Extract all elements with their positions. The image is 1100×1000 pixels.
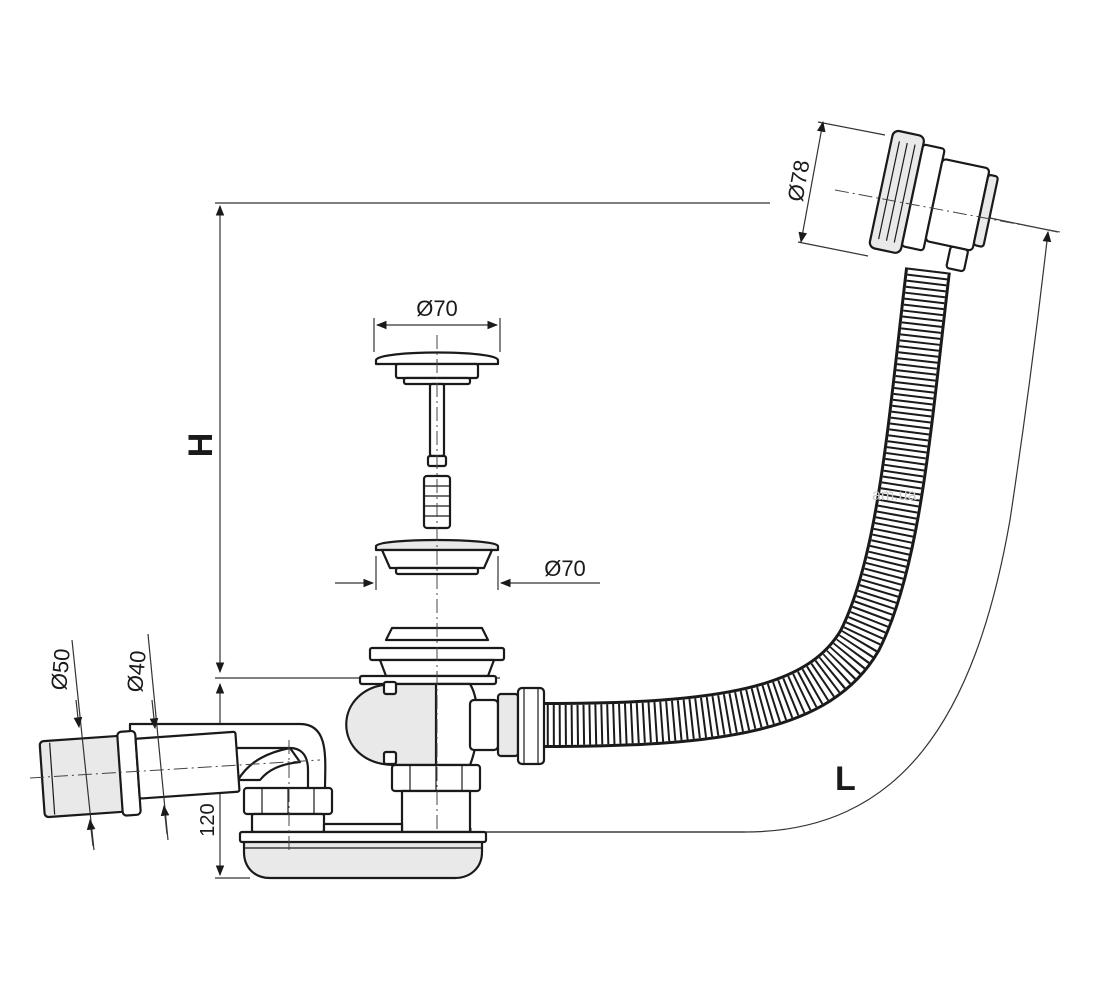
outlet-outer-diameter-dimension: Ø50 bbox=[46, 639, 96, 851]
drain-body bbox=[345, 626, 546, 834]
length-dimension: L bbox=[460, 217, 1059, 837]
outlet-pipe bbox=[38, 729, 241, 819]
length-label: L bbox=[835, 760, 856, 798]
outlet-inner-diameter-dimension: Ø40 bbox=[122, 633, 170, 841]
height-label: H bbox=[182, 433, 220, 458]
outlet-inner-diameter-label: Ø40 bbox=[122, 650, 151, 694]
height-dimension: H bbox=[182, 202, 770, 679]
outlet-outer-diameter-label: Ø50 bbox=[46, 648, 75, 692]
watermark: am.ua bbox=[872, 487, 917, 504]
flange-diameter-label: Ø70 bbox=[544, 556, 586, 581]
trap-height-label: 120 bbox=[197, 803, 219, 836]
overflow-head bbox=[868, 129, 999, 273]
plug-diameter-label: Ø70 bbox=[416, 296, 458, 321]
plug bbox=[374, 351, 500, 530]
overflow-diameter-dimension: Ø78 bbox=[783, 120, 886, 257]
plug-diameter-dimension: Ø70 bbox=[373, 296, 501, 352]
flange-diameter-dimension: Ø70 bbox=[335, 556, 600, 590]
corrugated-hose bbox=[544, 267, 951, 748]
